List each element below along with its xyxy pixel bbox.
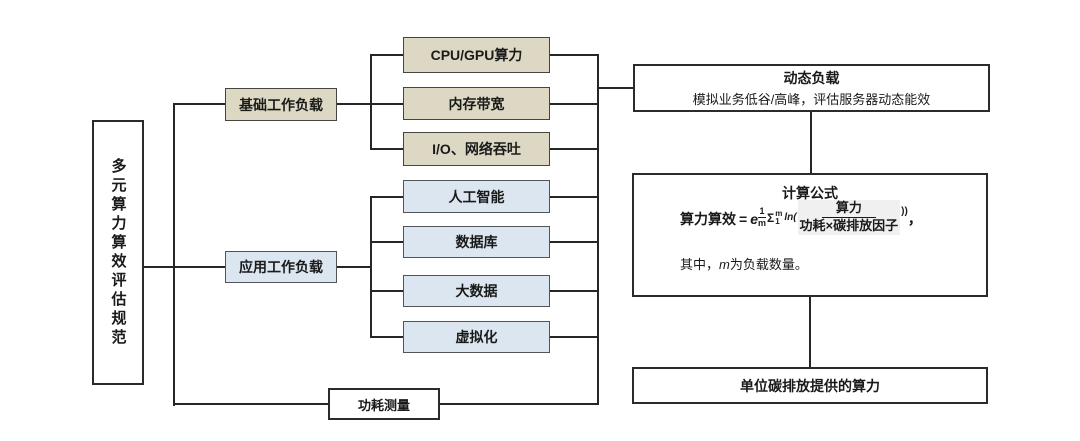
box-ai-label: 人工智能	[448, 188, 505, 205]
connector-line	[370, 241, 403, 243]
connector-line	[173, 103, 225, 105]
app-workload-label: 应用工作负载	[239, 259, 323, 275]
basic-workload-label: 基础工作负载	[239, 96, 323, 113]
connector-line	[440, 403, 598, 405]
box-ai: 人工智能	[403, 180, 550, 213]
connector-line	[550, 148, 597, 150]
connector-line	[173, 403, 328, 405]
box-memory-bandwidth-label: 内存带宽	[448, 95, 505, 112]
box-cpu-gpu: CPU/GPU算力	[403, 37, 550, 73]
connector-line	[550, 196, 597, 198]
connector-line	[597, 54, 599, 405]
basic-workload-box: 基础工作负载	[225, 88, 337, 121]
result-box: 单位碳排放提供的算力	[632, 367, 988, 404]
connector-line	[370, 54, 372, 150]
result-label: 单位碳排放提供的算力	[740, 377, 880, 394]
connector-line	[550, 103, 597, 105]
connector-line	[597, 87, 633, 89]
dynamic-load-subtitle: 模拟业务低谷/高峰，评估服务器动态能效	[692, 92, 931, 107]
connector-line	[550, 241, 597, 243]
connector-line	[337, 266, 370, 268]
connector-line	[173, 103, 175, 406]
box-virtualization: 虚拟化	[403, 321, 550, 353]
connector-line	[370, 336, 403, 338]
formula-note: 其中，m为负载数量。	[680, 256, 808, 272]
box-database-label: 数据库	[455, 234, 498, 250]
connector-line	[809, 297, 811, 367]
dynamic-load-title: 动态负载	[783, 70, 840, 86]
dynamic-load-box: 动态负载 模拟业务低谷/高峰，评估服务器动态能效	[633, 64, 990, 112]
connector-line	[550, 290, 597, 292]
power-measure-box: 功耗测量	[328, 388, 440, 420]
connector-line	[370, 148, 403, 150]
box-io-network-label: I/O、网络吞吐	[432, 141, 521, 157]
power-measure-label: 功耗测量	[357, 397, 410, 413]
main-fraction: 算力功耗×碳排放因子	[797, 200, 901, 235]
box-bigdata-label: 大数据	[455, 283, 498, 299]
root-box: 多元算力算效评估规范	[92, 120, 144, 385]
sigma-symbol: Σ	[767, 210, 775, 225]
app-workload-box: 应用工作负载	[225, 251, 337, 283]
connector-line	[370, 196, 403, 198]
box-database: 数据库	[403, 226, 550, 258]
box-virtualization-label: 虚拟化	[455, 329, 498, 345]
close-parens: ))	[901, 206, 908, 217]
box-io-network: I/O、网络吞吐	[403, 132, 550, 166]
note-m: m	[719, 256, 730, 272]
box-memory-bandwidth: 内存带宽	[403, 87, 550, 120]
root-label: 多元算力算效评估规范	[109, 157, 127, 348]
connector-line	[810, 112, 812, 173]
connector-line	[370, 103, 403, 105]
formula-comma: ，	[907, 211, 922, 227]
connector-line	[550, 54, 597, 56]
formula-equals: =	[739, 211, 748, 227]
connector-line	[337, 103, 370, 105]
box-bigdata: 大数据	[403, 275, 550, 307]
connector-line	[370, 54, 403, 56]
connector-line	[550, 336, 597, 338]
connector-line	[144, 266, 225, 268]
ln-open: ln(	[784, 212, 797, 223]
formula-title: 计算公式	[782, 185, 838, 201]
formula-lhs: 算力算效	[680, 211, 736, 227]
formula-base-e: e	[750, 211, 758, 227]
box-cpu-gpu-label: CPU/GPU算力	[430, 47, 523, 63]
connector-line	[370, 196, 372, 338]
connector-line	[370, 290, 403, 292]
